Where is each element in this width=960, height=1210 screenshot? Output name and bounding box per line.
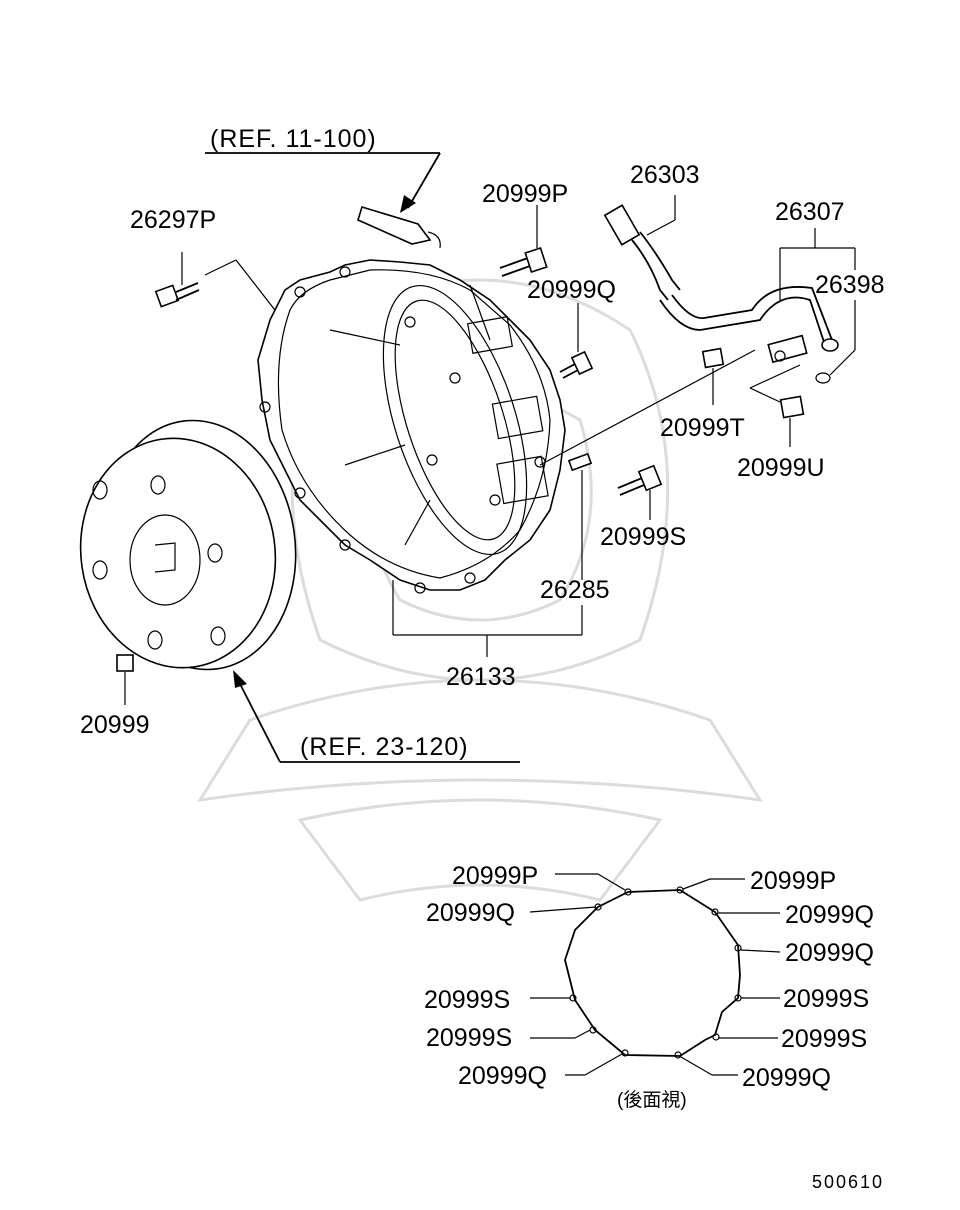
callout-26398: 26398 bbox=[815, 271, 885, 299]
rear-view-outline bbox=[564, 886, 742, 1059]
callout-26285: 26285 bbox=[540, 576, 610, 604]
callout-20999T: 20999T bbox=[660, 414, 745, 442]
callout-20999: 20999 bbox=[80, 711, 150, 739]
bolt-20999T bbox=[701, 347, 725, 405]
bolt-20999P bbox=[499, 205, 548, 277]
callout-26133: 26133 bbox=[446, 663, 516, 691]
rear-left-label-3: 20999S bbox=[424, 986, 511, 1014]
callout-20999S-top: 20999S bbox=[600, 523, 687, 551]
leader-tube-a bbox=[539, 349, 756, 466]
callout-26297P: 26297P bbox=[130, 206, 217, 234]
rear-view-leaders bbox=[529, 873, 781, 1076]
rear-right-label-4: 20999S bbox=[783, 985, 870, 1013]
torque-converter bbox=[79, 419, 297, 671]
leader-tube-c bbox=[749, 387, 781, 403]
bolt-20999Q bbox=[559, 303, 594, 379]
rear-right-label-6: 20999Q bbox=[742, 1064, 831, 1092]
ref-label-top: (REF. 11-100) bbox=[210, 125, 377, 153]
callout-26307: 26307 bbox=[775, 198, 845, 226]
callout-20999U: 20999U bbox=[737, 454, 825, 482]
sealant-tube bbox=[357, 206, 441, 249]
bolt-20999U bbox=[779, 395, 805, 447]
rear-right-label-2: 20999Q bbox=[785, 901, 874, 929]
dipstick-26303 bbox=[603, 195, 681, 301]
ref-top-leader bbox=[205, 152, 441, 213]
ref-bottom-leader bbox=[233, 670, 520, 763]
callout-20999Q-top: 20999Q bbox=[527, 276, 616, 304]
bolt-20999 bbox=[116, 654, 134, 705]
converter-housing bbox=[257, 259, 566, 594]
rear-right-label-5: 20999S bbox=[781, 1025, 868, 1053]
leader-26133 bbox=[392, 580, 583, 657]
callout-20999P-top: 20999P bbox=[482, 180, 569, 208]
rear-right-label-3: 20999Q bbox=[785, 939, 874, 967]
o-ring-26398 bbox=[815, 372, 831, 384]
rear-left-label-4: 20999S bbox=[426, 1024, 513, 1052]
diagram-code: 500610 bbox=[812, 1172, 885, 1192]
rear-left-label-1: 20999P bbox=[452, 862, 539, 890]
bolt-26297P bbox=[154, 252, 200, 308]
bolt-20999S bbox=[617, 464, 663, 520]
leader-tube-b bbox=[749, 364, 801, 389]
rear-left-label-2: 20999Q bbox=[426, 899, 515, 927]
leader-26398-b bbox=[829, 349, 856, 376]
leader-26297P bbox=[204, 259, 237, 276]
rear-left-label-5: 20999Q bbox=[458, 1062, 547, 1090]
ref-label-bottom: (REF. 23-120) bbox=[300, 733, 469, 761]
dowel-26285 bbox=[567, 452, 593, 580]
rear-view-caption: (後面視) bbox=[617, 1090, 687, 1111]
tube-26307 bbox=[659, 286, 839, 364]
rear-right-label-1: 20999P bbox=[750, 867, 837, 895]
callout-26303: 26303 bbox=[630, 161, 700, 189]
